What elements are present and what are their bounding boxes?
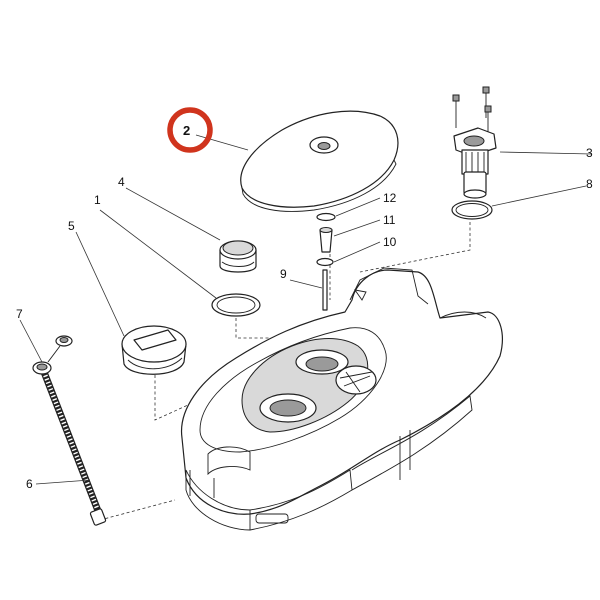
callout-labels: 2 1 3 4 5 6 7 8 9 10 11 12 [16,123,593,491]
cap [219,240,257,273]
pump-assembly [452,86,497,199]
washer-12 [316,212,336,222]
washer-10 [316,257,334,267]
highlight-ring [167,107,213,153]
callout-9[interactable]: 9 [280,267,287,281]
callout-6[interactable]: 6 [26,477,33,491]
cover-plate [240,110,399,212]
callout-3[interactable]: 3 [586,146,593,160]
filler-cap [121,325,187,375]
cap-o-ring [211,293,261,317]
callout-12[interactable]: 12 [383,191,397,205]
stem-9 [322,269,328,311]
callout-5[interactable]: 5 [68,219,75,233]
spacer-11 [319,229,333,253]
callout-4[interactable]: 4 [118,175,125,189]
callout-11[interactable]: 11 [383,213,396,227]
callout-2[interactable]: 2 [183,123,190,138]
stem-stack [316,212,336,311]
tank-body [180,267,503,531]
callout-8[interactable]: 8 [586,177,593,191]
callout-7[interactable]: 7 [16,307,23,321]
callout-1[interactable]: 1 [94,193,101,207]
hose [40,368,107,526]
hose-fitting [32,335,73,375]
callout-10[interactable]: 10 [383,235,397,249]
leader-lines [19,134,593,485]
pump-o-ring [451,200,493,220]
